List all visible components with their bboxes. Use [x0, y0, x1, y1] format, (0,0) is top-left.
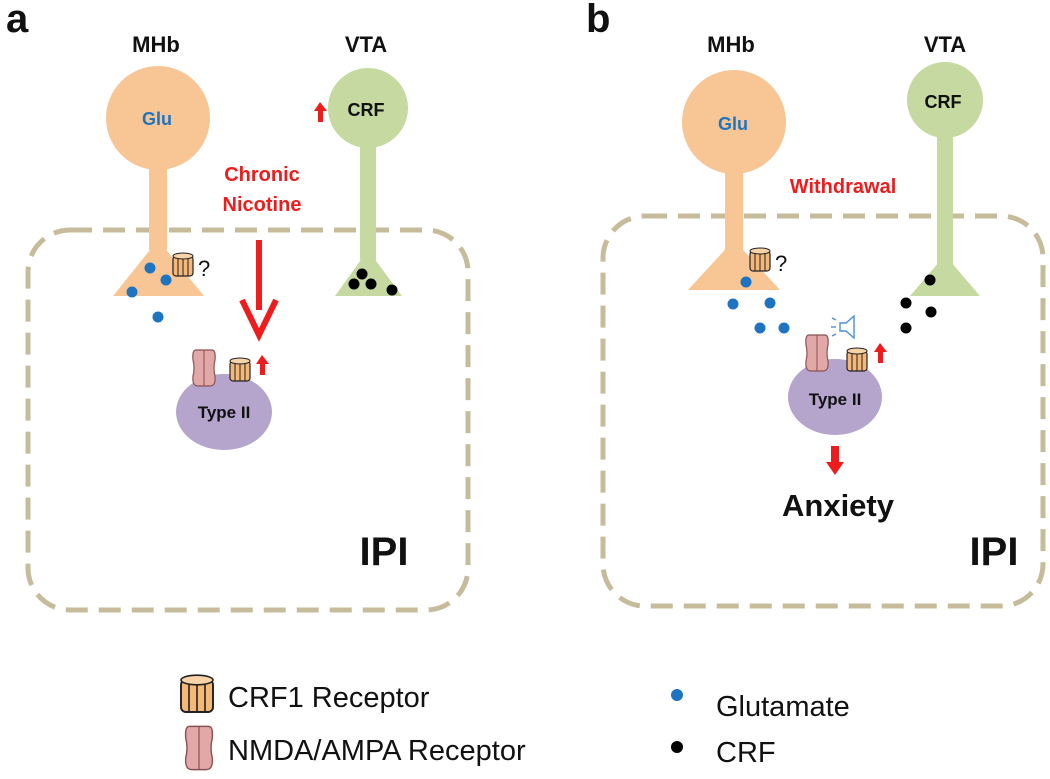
panel-a-letter: a [6, 0, 29, 41]
legend-crf1-receptor-icon [180, 674, 214, 713]
anxiety-arrow [826, 446, 844, 475]
signal-speaker-icon [831, 314, 855, 340]
mhb-neuron-a [106, 66, 210, 296]
receptor-increase-arrow-a [256, 355, 269, 375]
glutamate-dot [144, 262, 156, 274]
mhb-label-a: MHb [132, 32, 180, 57]
legend-glutamate-label: Glutamate [716, 691, 850, 723]
unknown-mark-b: ? [775, 251, 787, 276]
panel-a: a MHb VTA Glu CRF Chronic Nicotine [6, 0, 471, 613]
condition-label-b: Withdrawal [790, 176, 897, 198]
anxiety-label: Anxiety [782, 488, 895, 523]
type2-label-b: Type II [809, 390, 862, 409]
glutamate-dot [740, 276, 752, 288]
ipi-label-a: IPI [360, 530, 409, 574]
panel-b: b MHb VTA Glu CRF Withdrawal ? [586, 0, 1046, 609]
type2-label-a: Type II [198, 403, 251, 422]
legend-nmda-label: NMDA/AMPA Receptor [228, 735, 526, 767]
crf-dot [900, 322, 912, 334]
crf-increase-arrow-a [314, 102, 327, 122]
crf-dot [356, 268, 368, 280]
crf-dot [386, 284, 398, 296]
condition-line1-a: Chronic [224, 164, 300, 186]
crf-dot [900, 297, 912, 309]
glutamate-dot [754, 322, 766, 334]
nmda-receptor-icon [805, 334, 829, 372]
ipi-box-a [25, 227, 471, 613]
mhb-neuron-b [682, 70, 786, 290]
crf-dot [348, 278, 360, 290]
legend-crf1-label: CRF1 Receptor [228, 682, 430, 714]
glutamate-dot [126, 286, 138, 298]
legend-nmda-receptor-icon [184, 725, 214, 771]
condition-line2-a: Nicotine [223, 194, 302, 216]
mhb-label-b: MHb [707, 32, 755, 57]
type2-neuron-a [176, 374, 272, 450]
legend: CRF1 Receptor NMDA/AMPA Receptor Glutama… [180, 674, 850, 771]
glutamate-dot [152, 311, 164, 323]
crf1-receptor-icon [846, 347, 868, 372]
glutamate-dot [727, 298, 739, 310]
glutamate-dot [160, 274, 172, 286]
unknown-mark-a: ? [198, 256, 210, 281]
receptor-increase-arrow-b [874, 343, 887, 363]
crf-dot [925, 306, 937, 318]
chronic-nicotine-arrow [239, 240, 279, 342]
glu-soma-label-a: Glu [142, 109, 172, 129]
crf-dot [365, 278, 377, 290]
panel-b-letter: b [586, 0, 610, 41]
vta-label-b: VTA [924, 32, 966, 57]
glutamate-dot [764, 297, 776, 309]
ipi-label-b: IPI [970, 530, 1019, 574]
crf1-receptor-icon [749, 247, 771, 272]
ipi-box-b [600, 213, 1046, 609]
crf1-receptor-icon [229, 357, 251, 382]
legend-crf-dot [671, 741, 683, 753]
crf-dot [924, 274, 936, 286]
legend-glutamate-dot [671, 689, 683, 701]
vta-neuron-b [907, 62, 983, 296]
type2-neuron-b [788, 359, 882, 435]
nmda-receptor-icon [192, 349, 216, 387]
crf-soma-label-b: CRF [925, 92, 962, 112]
legend-crf-label: CRF [716, 737, 776, 769]
glu-soma-label-b: Glu [718, 114, 748, 134]
vta-label-a: VTA [345, 32, 387, 57]
crf1-receptor-icon [172, 252, 194, 277]
crf-soma-label-a: CRF [348, 100, 385, 120]
glutamate-dot [778, 322, 790, 334]
